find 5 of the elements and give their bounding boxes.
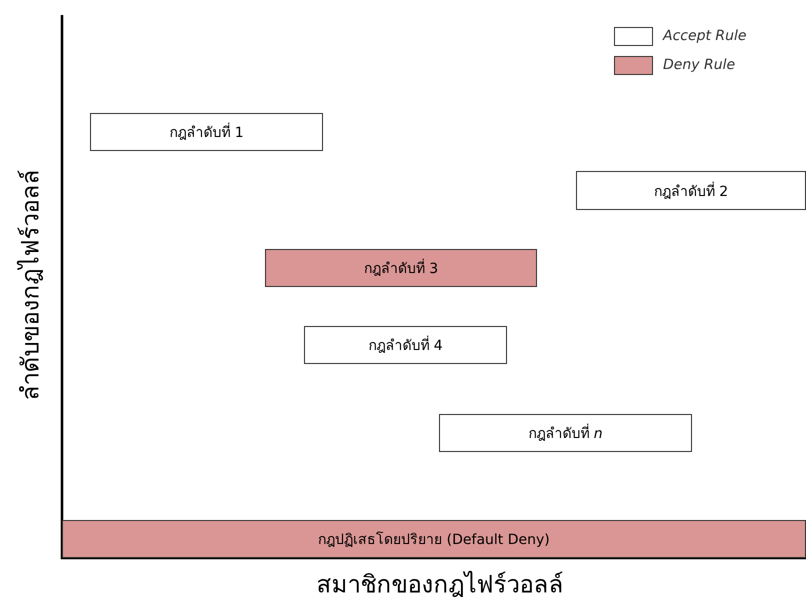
legend-label: Deny Rule: [663, 57, 736, 73]
x-axis-title: สมาชิกของกฎไฟร์วอลล์: [316, 570, 564, 600]
default-rule-bar: กฎปฏิเสธโดยปริยาย (Default Deny): [62, 520, 806, 558]
y-axis-title: ลำดับของกฎไฟร์วอลล์: [16, 170, 46, 400]
legend-label: Accept Rule: [663, 28, 747, 44]
